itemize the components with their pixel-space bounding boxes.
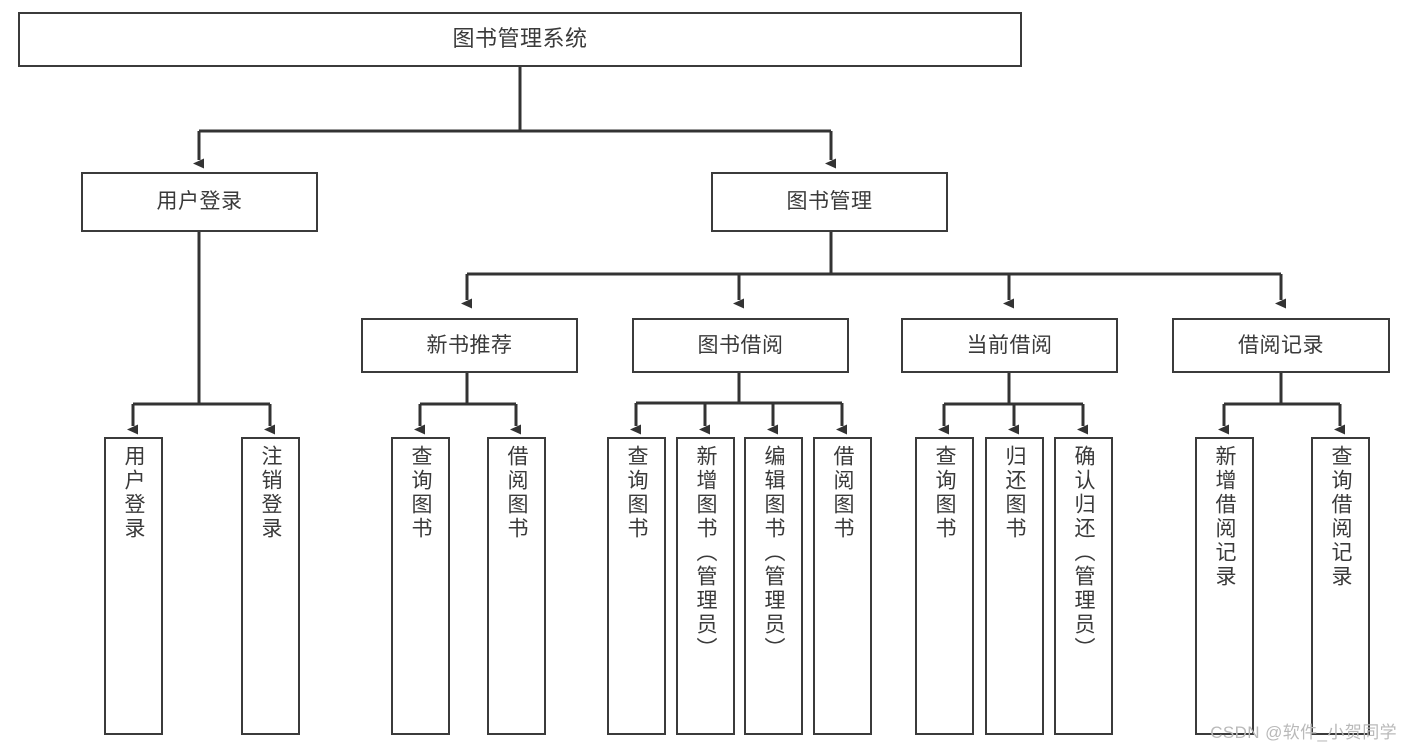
node-current-borrow[interactable]: 当前借阅 [901,318,1118,373]
connector-bookmgmt-to-level3 [461,232,1286,309]
node-label: 借阅记录 [1238,333,1324,357]
node-leaf-query-borrow-record[interactable]: 查询借阅记录 [1311,437,1370,735]
node-label: 查询图书 [933,445,956,541]
node-label: 查询图书 [409,445,432,541]
node-label: 借阅图书 [505,445,528,541]
node-label: 借阅图书 [831,445,854,541]
connector-record-to-leaves [1218,373,1345,435]
node-leaf-edit-book-admin[interactable]: 编辑图书（管理员） [744,437,803,735]
node-label: 编辑图书（管理员） [762,445,785,661]
node-leaf-user-login[interactable]: 用户登录 [104,437,163,735]
node-label: 注销登录 [259,445,282,541]
node-leaf-query-book-borrow[interactable]: 查询图书 [607,437,666,735]
node-label: 新增图书（管理员） [694,445,717,661]
node-leaf-borrow-book[interactable]: 借阅图书 [813,437,872,735]
node-label: 查询借阅记录 [1329,445,1352,589]
node-label: 确认归还（管理员） [1072,445,1095,661]
node-book-borrow[interactable]: 图书借阅 [632,318,849,373]
node-leaf-logout[interactable]: 注销登录 [241,437,300,735]
node-label: 新增借阅记录 [1213,445,1236,589]
node-root-book-management-system[interactable]: 图书管理系统 [18,12,1022,67]
node-leaf-query-book-current[interactable]: 查询图书 [915,437,974,735]
node-label: 查询图书 [625,445,648,541]
csdn-watermark: CSDN @软件_小贺同学 [1210,723,1397,742]
connector-borrow-to-leaves [630,373,847,435]
node-book-management[interactable]: 图书管理 [711,172,948,232]
node-leaf-add-book-admin[interactable]: 新增图书（管理员） [676,437,735,735]
node-label: 用户登录 [156,190,243,214]
node-leaf-borrow-book-recommend[interactable]: 借阅图书 [487,437,546,735]
node-leaf-add-borrow-record[interactable]: 新增借阅记录 [1195,437,1254,735]
connector-userlogin-to-leaves [127,231,275,435]
node-label: 用户登录 [122,445,145,541]
node-label: 新书推荐 [426,333,513,357]
node-borrow-record[interactable]: 借阅记录 [1172,318,1390,373]
node-leaf-return-book[interactable]: 归还图书 [985,437,1044,735]
node-user-login[interactable]: 用户登录 [81,172,318,232]
node-new-book-recommend[interactable]: 新书推荐 [361,318,578,373]
node-label: 归还图书 [1003,445,1026,541]
connector-root-to-level2 [193,67,836,169]
node-leaf-query-book-recommend[interactable]: 查询图书 [391,437,450,735]
node-label: 图书管理 [786,190,873,214]
node-label: 图书管理系统 [452,26,588,52]
connector-recommend-to-leaves [414,373,521,435]
node-label: 图书借阅 [697,333,784,357]
node-leaf-confirm-return-admin[interactable]: 确认归还（管理员） [1054,437,1113,735]
node-label: 当前借阅 [966,333,1053,357]
connector-current-to-leaves [938,373,1088,435]
